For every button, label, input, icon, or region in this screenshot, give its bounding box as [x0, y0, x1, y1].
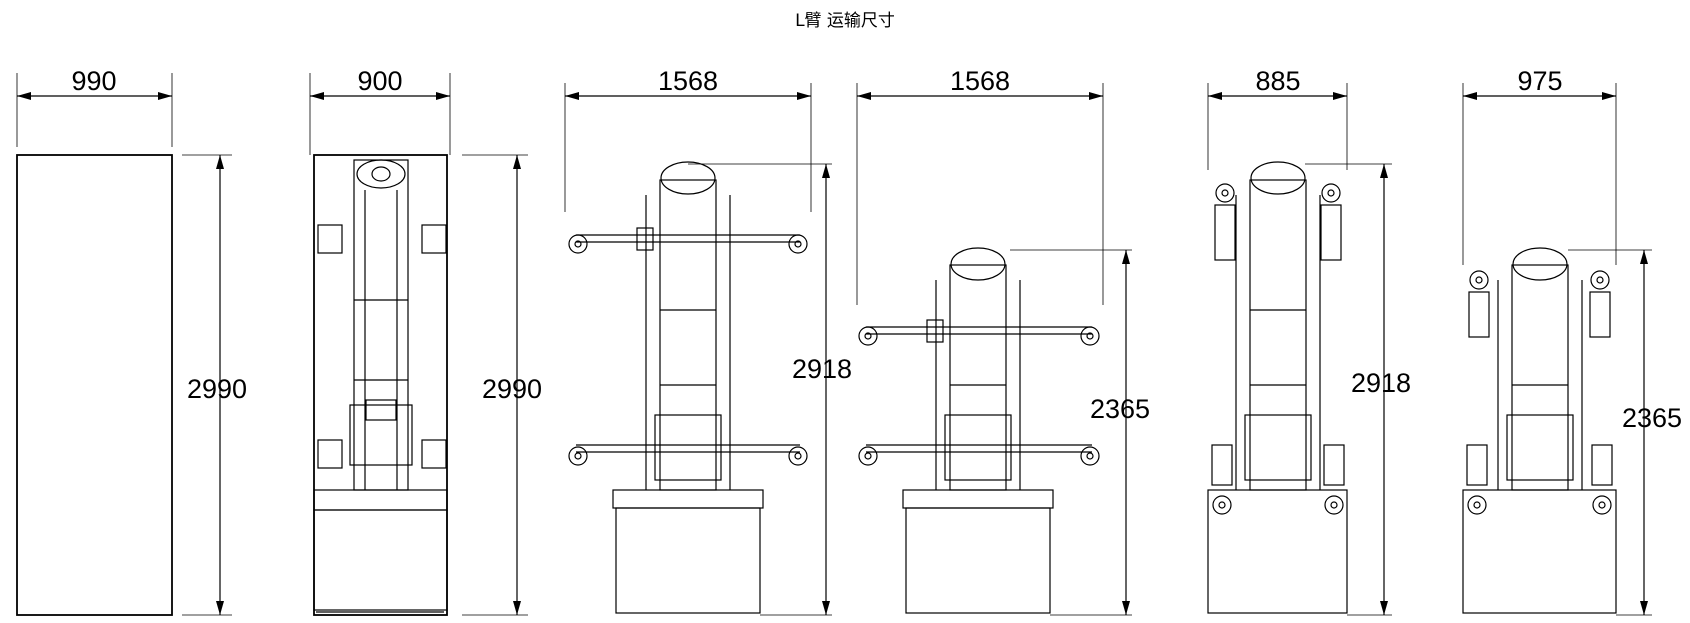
- view-arms-closed-low: 975 2365: [1462, 66, 1682, 616]
- height-label: 2918: [1351, 368, 1411, 398]
- view-arms-closed-high: 885 2918: [1207, 66, 1411, 616]
- height-label: 2918: [792, 354, 852, 384]
- width-label: 885: [1255, 66, 1300, 96]
- height-label: 2365: [1622, 403, 1682, 433]
- view-arms-open-low: 1568 2365: [856, 66, 1150, 616]
- width-label: 1568: [658, 66, 718, 96]
- width-label: 900: [357, 66, 402, 96]
- height-label: 2990: [187, 374, 247, 404]
- drawing-title: L臂 运输尺寸: [795, 11, 895, 31]
- height-label: 2990: [482, 374, 542, 404]
- width-label: 975: [1517, 66, 1562, 96]
- view-frame: 900 2990: [309, 66, 542, 616]
- height-label: 2365: [1090, 394, 1150, 424]
- view-crate: 990 2990: [16, 66, 247, 616]
- width-label: 990: [71, 66, 116, 96]
- width-label: 1568: [950, 66, 1010, 96]
- view-arms-open-high: 1568 2918: [564, 66, 852, 616]
